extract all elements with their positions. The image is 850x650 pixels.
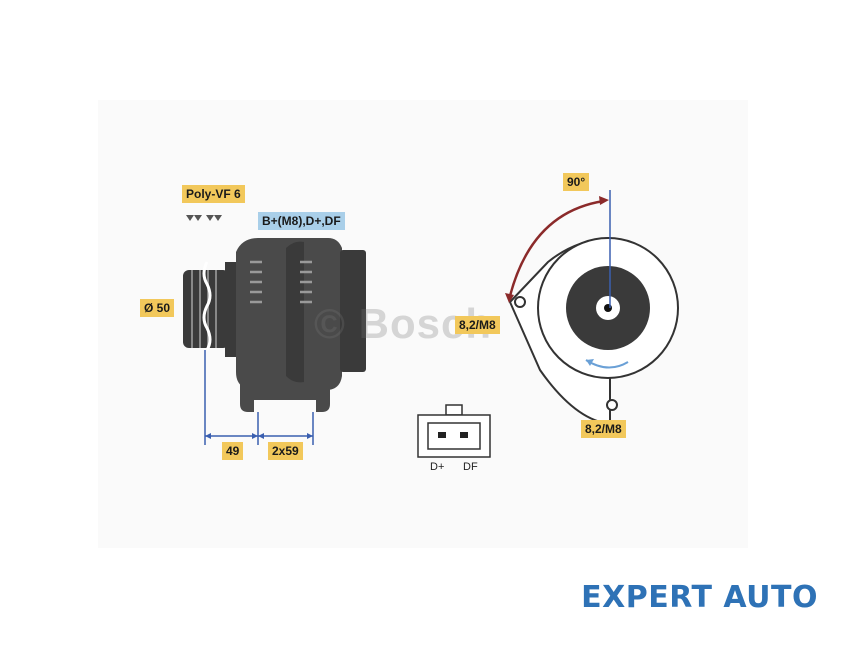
bottom-mount-label: 8,2/M8	[581, 420, 626, 438]
front-dimension-label: 49	[222, 442, 244, 460]
body-dimension-label: 2x59	[268, 442, 303, 460]
dimension-lines	[204, 350, 314, 445]
angle-label: 90°	[563, 173, 590, 191]
connector-plug	[417, 404, 491, 458]
alternator-body	[225, 238, 366, 412]
plug-pin-left-label: D+	[430, 461, 445, 473]
mount-hole-left	[514, 296, 526, 308]
belt-groove-icon	[186, 215, 222, 221]
plug-pin-right-label: DF	[463, 461, 478, 473]
angle-arc	[505, 196, 609, 303]
terminals-label: B+(M8),D+,DF	[258, 212, 345, 230]
belt-type-label: Poly-VF 6	[182, 185, 245, 203]
left-mount-label: 8,2/M8	[455, 316, 500, 334]
plug-pin-icon	[460, 432, 468, 438]
brand-logo-text: EXPERT AUTO	[581, 580, 818, 615]
pulley-diameter-label: Ø 50	[140, 299, 175, 317]
mount-hole-bottom	[606, 399, 618, 411]
plug-pin-icon	[438, 432, 446, 438]
rear-view	[508, 190, 679, 426]
alternator-pulley	[183, 261, 229, 351]
